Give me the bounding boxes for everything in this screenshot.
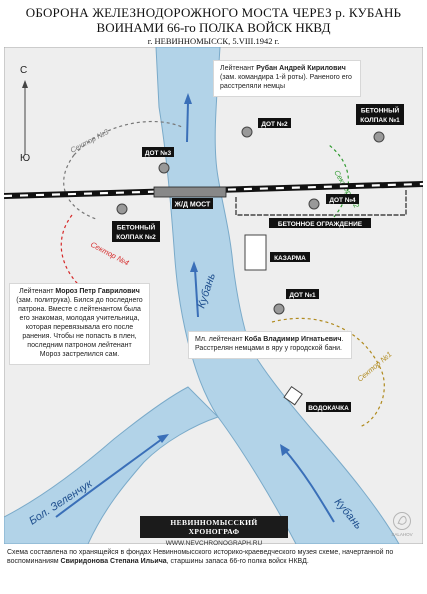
- partner-label: SALAHOV: [391, 532, 413, 537]
- partner-emblem-icon: [393, 512, 411, 530]
- flow-arrowhead-icon: [280, 444, 290, 456]
- title-line-2: ВОИНАМИ 66-го ПОЛКА ВОЙСК НКВД: [96, 20, 331, 35]
- caption-name: Свиридонова Степана Ильича: [60, 558, 167, 566]
- compass-icon: С Ю: [20, 65, 30, 164]
- note-moroz-text: (зам. политрука). Бился до последнего па…: [16, 296, 143, 358]
- logo-url[interactable]: WWW.NEVCHRONOGRAPH.RU: [165, 540, 263, 547]
- barracks-icon: [244, 234, 267, 271]
- note-koba: Мл. лейтенант Коба Владимир Игнатьевич. …: [188, 331, 352, 359]
- flow-arrow-icon: [55, 438, 163, 518]
- bunker-icon: [373, 131, 385, 143]
- sector-1-arc: [271, 317, 385, 428]
- title-line-3: г. НЕВИННОМЫССК, 5.VIII.1942 г.: [147, 36, 280, 46]
- dot-2-label: ДОТ №2: [261, 121, 288, 128]
- battle-map: Кубань Кубань Бол. Зеленчук Сектор №1 Се…: [4, 47, 423, 544]
- caption-part2: , старшины запаса 66-го полка войск НКВД…: [166, 558, 309, 566]
- caption: Схема составлена по хранящейся в фондах …: [7, 548, 421, 567]
- bunker-icon: [116, 203, 128, 215]
- flow-arrowhead-icon: [190, 261, 198, 272]
- concrete-fence: [235, 189, 407, 216]
- kolpak-1-label-line2: КОЛПАК №1: [360, 117, 400, 124]
- river-system: Кубань Кубань Бол. Зеленчук: [4, 47, 400, 544]
- note-moroz: Лейтенант Мороз Петр Гаврилович (зам. по…: [9, 283, 150, 365]
- flow-arrow-icon: [283, 448, 335, 523]
- kuban-river-icon: [155, 47, 400, 544]
- compass-south: Ю: [20, 153, 30, 164]
- bunker-icon: [158, 162, 170, 174]
- barracks-label: КАЗАРМА: [274, 255, 306, 262]
- note-ruban: Лейтенант Рубан Андрей Кирилович (зам. к…: [213, 60, 361, 97]
- sector-3-arc: [63, 120, 183, 220]
- compass-north: С: [20, 65, 27, 76]
- partner-logo-icon: SALAHOV: [385, 511, 419, 537]
- dot-4-label: ДОТ №4: [329, 197, 356, 204]
- bunker-icon: [273, 303, 285, 315]
- sector-2-arc: [328, 144, 349, 218]
- logo-name: НЕВИННОМЫССКИЙ ХРОНОГРАФ: [140, 516, 288, 538]
- kolpak-1-label-line1: БЕТОННЫЙ: [361, 106, 400, 115]
- water-tower-icon: [283, 385, 303, 406]
- note-moroz-name: Мороз Петр Гаврилович: [55, 288, 140, 295]
- zelenchuk-river-icon: [4, 386, 219, 544]
- bunker-icon: [308, 198, 320, 210]
- bridge-label: Ж/Д МОСТ: [174, 201, 211, 208]
- note-koba-name: Коба Владимир Игнатьевич: [244, 336, 342, 343]
- note-koba-text: . Расстрелян немцами в яру у городской б…: [195, 336, 344, 352]
- dark-labels: Ж/Д МОСТ ДОТ №3 ДОТ №2 ДОТ №4 ДОТ №1 БЕТ…: [112, 104, 404, 412]
- flow-arrow-icon: [194, 268, 199, 318]
- sector-4-arc: [60, 214, 125, 313]
- fence-label: БЕТОННОЕ ОГРАЖДЕНИЕ: [278, 221, 363, 228]
- water-tower-label: ВОДОКАЧКА: [308, 405, 349, 412]
- caption-part1: Схема составлена по хранящейся в фондах …: [7, 549, 394, 566]
- title-line-1: ОБОРОНА ЖЕЛЕЗНОДОРОЖНОГО МОСТА ЧЕРЕЗ р. …: [25, 5, 402, 20]
- note-ruban-name: Рубан Андрей Кирилович: [256, 65, 346, 72]
- note-moroz-prefix: Лейтенант: [19, 288, 56, 295]
- chronograph-logo: НЕВИННОМЫССКИЙ ХРОНОГРАФ WWW.NEVCHRONOGR…: [140, 516, 288, 547]
- dot-3-label: ДОТ №3: [145, 150, 172, 157]
- bunker-icon: [241, 126, 253, 138]
- flow-arrowhead-icon: [184, 93, 192, 104]
- note-ruban-prefix: Лейтенант: [220, 65, 257, 72]
- flow-arrowhead-icon: [157, 434, 169, 443]
- note-koba-prefix: Мл. лейтенант: [195, 336, 245, 343]
- kolpak-2-label-line1: БЕТОННЫЙ: [117, 223, 156, 232]
- dot-1-label: ДОТ №1: [289, 292, 316, 299]
- kolpak-2-label-line2: КОЛПАК №2: [116, 234, 156, 241]
- bridge-icon: [153, 186, 227, 198]
- defense-sectors: [60, 120, 385, 428]
- flow-arrow-icon: [186, 101, 189, 143]
- note-ruban-text: (зам. командира 1-й роты). Раненого его …: [220, 73, 352, 90]
